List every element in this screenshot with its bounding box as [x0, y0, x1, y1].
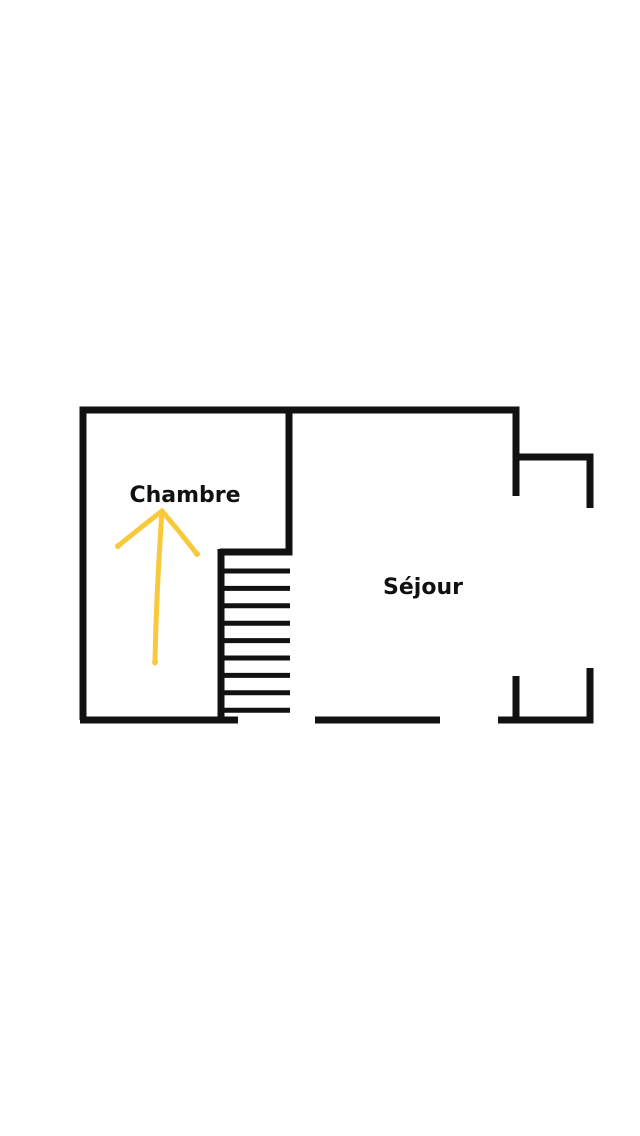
arrow-up-icon	[115, 507, 200, 666]
outer-wall-left-top	[79, 406, 520, 720]
stairs-icon	[221, 568, 290, 713]
balcony-top	[516, 453, 594, 508]
room-label-sejour: Séjour	[383, 575, 463, 600]
bedroom-divider-wall	[220, 410, 293, 556]
balcony-bottom	[498, 668, 594, 724]
room-label-chambre: Chambre	[129, 483, 240, 508]
walls	[79, 406, 594, 724]
